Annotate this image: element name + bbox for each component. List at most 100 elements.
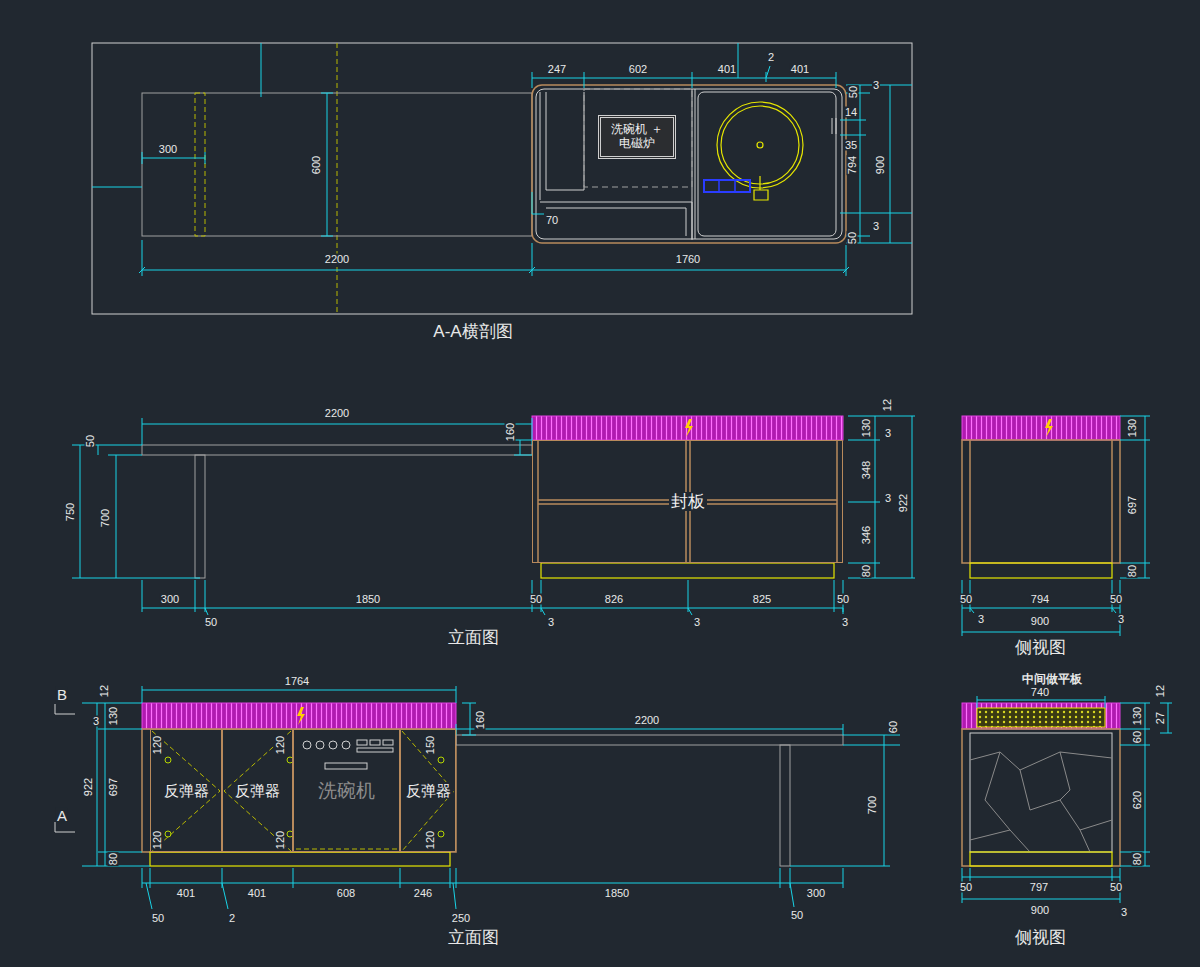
dimension-value: 740 — [1030, 687, 1050, 698]
appliance-box: 洗碗机 ＋电磁炉 — [598, 115, 676, 159]
dimension-value: 80 — [861, 564, 872, 578]
dimension-value: 60 — [1132, 730, 1143, 744]
section-dimension-lines-part — [962, 868, 1120, 903]
section-dimension-lines-part — [1120, 703, 1172, 866]
dimension-value: 50 — [529, 594, 543, 605]
front-dimension-lines-part — [72, 445, 200, 578]
section-side-view-part — [962, 729, 1120, 866]
node-text: 反弹器 — [233, 782, 282, 799]
rear-dimension-lines-part — [82, 703, 150, 866]
rear-elevation-part — [165, 831, 171, 837]
dimension-value: 50 — [847, 231, 858, 245]
plan-view-part — [754, 176, 768, 200]
rear-elevation-part — [297, 707, 305, 725]
plan-view-part — [337, 43, 338, 314]
rear-dimension-lines — [55, 686, 900, 909]
front-dimension-lines-part — [142, 580, 843, 612]
rear-dimension-lines-part — [55, 704, 75, 832]
dimension-value: 797 — [1029, 882, 1049, 893]
front-elevation — [142, 416, 843, 578]
plan-view — [92, 43, 912, 314]
dimension-value: 120 — [152, 830, 163, 850]
dimension-value: 3 — [872, 221, 880, 232]
dimension-value: 1764 — [284, 676, 310, 687]
section-side-view — [962, 703, 1120, 866]
dimension-value: 3 — [1120, 907, 1128, 918]
dimension-value: 50 — [959, 594, 973, 605]
dimension-value: 130 — [108, 706, 119, 726]
dimension-value: 50 — [790, 910, 804, 921]
front-elevation-part — [685, 419, 693, 437]
plan-view-part — [719, 180, 735, 192]
rear-elevation-part — [150, 852, 450, 866]
dimension-value: 150 — [425, 735, 436, 755]
front-elevation-part — [532, 416, 843, 440]
dimension-value: 2200 — [634, 715, 660, 726]
dimension-value: 12 — [1155, 684, 1166, 698]
dimension-value: 35 — [844, 140, 858, 151]
side-dimension-lines-part — [962, 580, 1120, 636]
dimension-value: 2 — [228, 913, 236, 924]
plan-dimension-lines-part — [840, 85, 912, 243]
dimension-value: 794 — [847, 155, 858, 175]
plan-dimension-lines-part — [532, 192, 544, 214]
plan-view-part — [698, 92, 836, 236]
rear-elevation-part — [370, 740, 380, 745]
dimension-value: 130 — [1127, 418, 1138, 438]
dimension-value: 80 — [108, 852, 119, 866]
rear-dimension-lines-part — [146, 883, 794, 909]
dimension-value: 2200 — [324, 408, 350, 419]
dimension-value: 60 — [888, 720, 899, 734]
plan-view-part — [717, 102, 803, 188]
front-dimension-lines — [72, 416, 915, 615]
side-view-part — [970, 440, 1112, 563]
dimension-value: 608 — [336, 888, 356, 899]
rear-elevation-part — [303, 741, 311, 749]
node-text: 洗碗机 ＋电磁炉 — [609, 123, 665, 151]
front-elevation-part — [142, 445, 532, 455]
dimension-value: 900 — [1030, 905, 1050, 916]
dimension-value: 697 — [108, 777, 119, 797]
dimension-value: 50 — [204, 617, 218, 628]
section-side-view-part — [970, 733, 1112, 852]
rear-dimension-lines-part — [790, 735, 900, 866]
dimension-value: 130 — [861, 418, 872, 438]
section-dimension-lines — [962, 696, 1172, 903]
rear-elevation-part — [325, 763, 367, 769]
front-elevation-part — [195, 455, 205, 578]
dimension-value: 50 — [836, 594, 850, 605]
side-view-part — [962, 416, 1120, 440]
plan-view-part — [584, 89, 692, 187]
dimension-value: 620 — [1132, 790, 1143, 810]
side-dimension-lines-part — [1120, 416, 1150, 578]
rear-elevation-part — [438, 831, 444, 837]
dimension-value: 348 — [861, 460, 872, 480]
node-text: 反弹器 — [162, 782, 211, 799]
plan-view-part — [704, 180, 750, 192]
dimension-value: 346 — [861, 525, 872, 545]
rear-elevation-part — [152, 731, 454, 851]
rear-elevation-part — [357, 748, 393, 752]
dimension-value: 3 — [977, 614, 985, 625]
front-elevation-part — [541, 563, 834, 578]
section-side-view-part — [962, 703, 1120, 729]
dimension-value: 300 — [806, 888, 826, 899]
dimension-value: 750 — [65, 502, 76, 522]
dimension-value: 401 — [176, 888, 196, 899]
rear-elevation-part — [329, 741, 337, 749]
dimension-value: 246 — [413, 888, 433, 899]
front-dimension-lines-part — [142, 418, 532, 445]
section-side-view-part — [970, 852, 1112, 866]
note-text: 中间做平板 — [1021, 673, 1083, 685]
section-side-view-part — [970, 752, 1112, 852]
view-caption: 侧视图 — [1014, 639, 1067, 656]
plan-view-part — [721, 106, 799, 184]
node-text: 洗碗机 — [316, 780, 377, 802]
dimension-value: 794 — [1030, 594, 1050, 605]
front-dimension-lines-part — [848, 416, 915, 578]
dimension-value: 3 — [1117, 614, 1125, 625]
rear-elevation-part — [456, 735, 843, 745]
dimension-value: 12 — [99, 684, 110, 698]
rear-elevation-part — [438, 757, 444, 763]
dimension-value: 1850 — [355, 594, 381, 605]
